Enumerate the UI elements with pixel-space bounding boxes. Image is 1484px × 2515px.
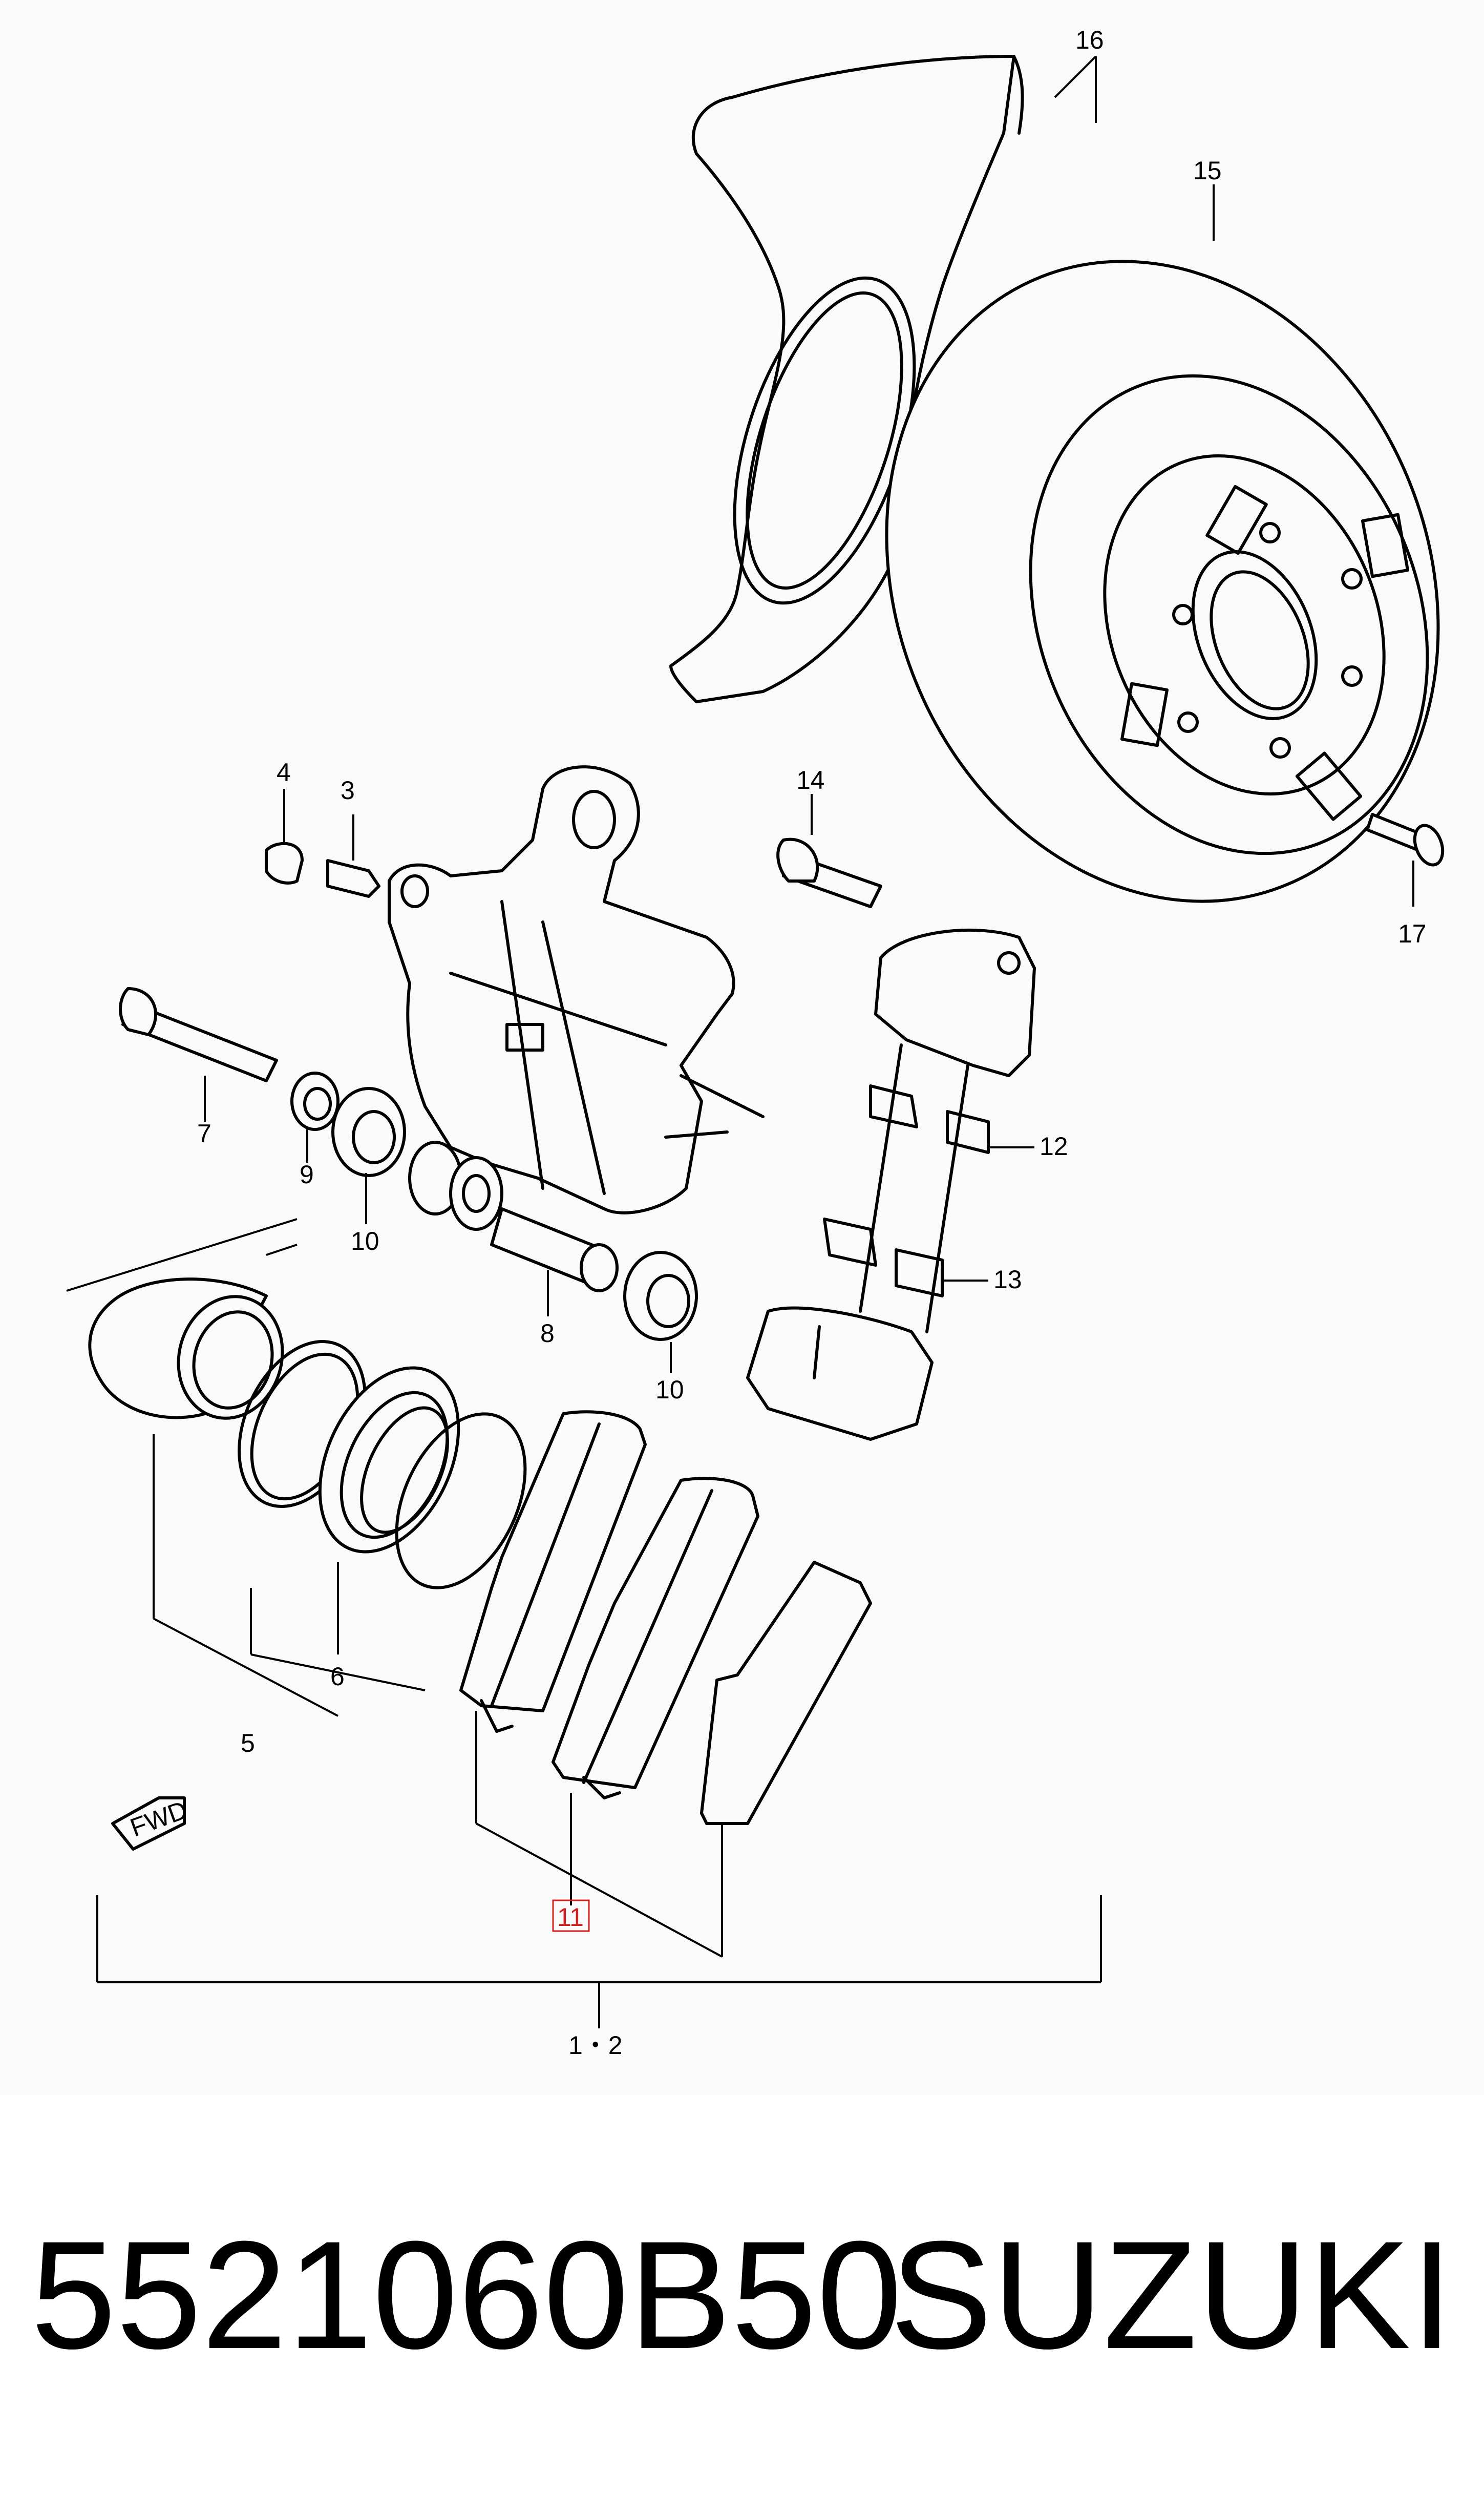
pad-shim: [700, 1561, 872, 1825]
callout-10-lower: 10: [655, 1375, 684, 1404]
highlight-box: [552, 1899, 590, 1932]
bleeder-screw: [326, 814, 380, 898]
brake-disc: [885, 260, 1440, 903]
guide-bolt: [119, 987, 278, 1122]
guide-boot-upper: [331, 1087, 406, 1224]
guide-boot-lower: [623, 1251, 698, 1373]
callout-7: 7: [197, 1119, 211, 1148]
bleeder-cap: [265, 789, 304, 885]
callout-8: 8: [540, 1319, 555, 1348]
guide-sleeve: [490, 1207, 619, 1316]
callout-9: 9: [300, 1160, 314, 1189]
callout-12: 12: [1040, 1132, 1068, 1161]
callout-11[interactable]: 11: [557, 1903, 584, 1932]
pad-clip-upper: [869, 1084, 1034, 1154]
callout-6: 6: [330, 1662, 345, 1691]
piston-ring: [395, 1412, 527, 1589]
footer-bar: [0, 2095, 1484, 2515]
caliper-bracket: [746, 928, 1036, 1441]
callout-10-upper: 10: [351, 1227, 379, 1255]
disc-screw: [1366, 813, 1445, 907]
piston-boot: [318, 1366, 460, 1554]
brake-pad-inner: [459, 1410, 647, 1733]
dust-shield: [669, 55, 1024, 703]
callout-3: 3: [341, 776, 355, 805]
callout-labels: 16 15 4 3 14 17 7 9 10 12 13 8 10 6 5 11…: [197, 26, 1427, 2060]
callout-13: 13: [993, 1265, 1022, 1294]
brand-name: SUZUKI: [889, 2209, 1453, 2381]
leader-lines: [66, 55, 1215, 2028]
callout-5: 5: [241, 1729, 255, 1757]
part-number: 5521060B50: [31, 2209, 902, 2381]
bracket-bolt: [776, 794, 882, 908]
brake-exploded-diagram: FWD 16 15 4 3 14 17 7 9 10 12 13 8 10 6 …: [66, 26, 1445, 2060]
callout-14: 14: [796, 766, 825, 794]
callout-17: 17: [1398, 919, 1427, 948]
callout-4: 4: [277, 758, 291, 787]
caliper-piston: [88, 1277, 284, 1420]
pad-clip-lower: [823, 1218, 988, 1297]
brake-pad-outer: [552, 1477, 759, 1799]
caliper-body: [388, 765, 765, 1231]
fwd-arrow-icon: FWD: [111, 1795, 191, 1851]
callout-16: 16: [1075, 26, 1104, 54]
callout-15: 15: [1193, 156, 1222, 185]
sleeve-ring: [290, 1072, 340, 1163]
callout-assembly: 1・2: [568, 2031, 623, 2060]
